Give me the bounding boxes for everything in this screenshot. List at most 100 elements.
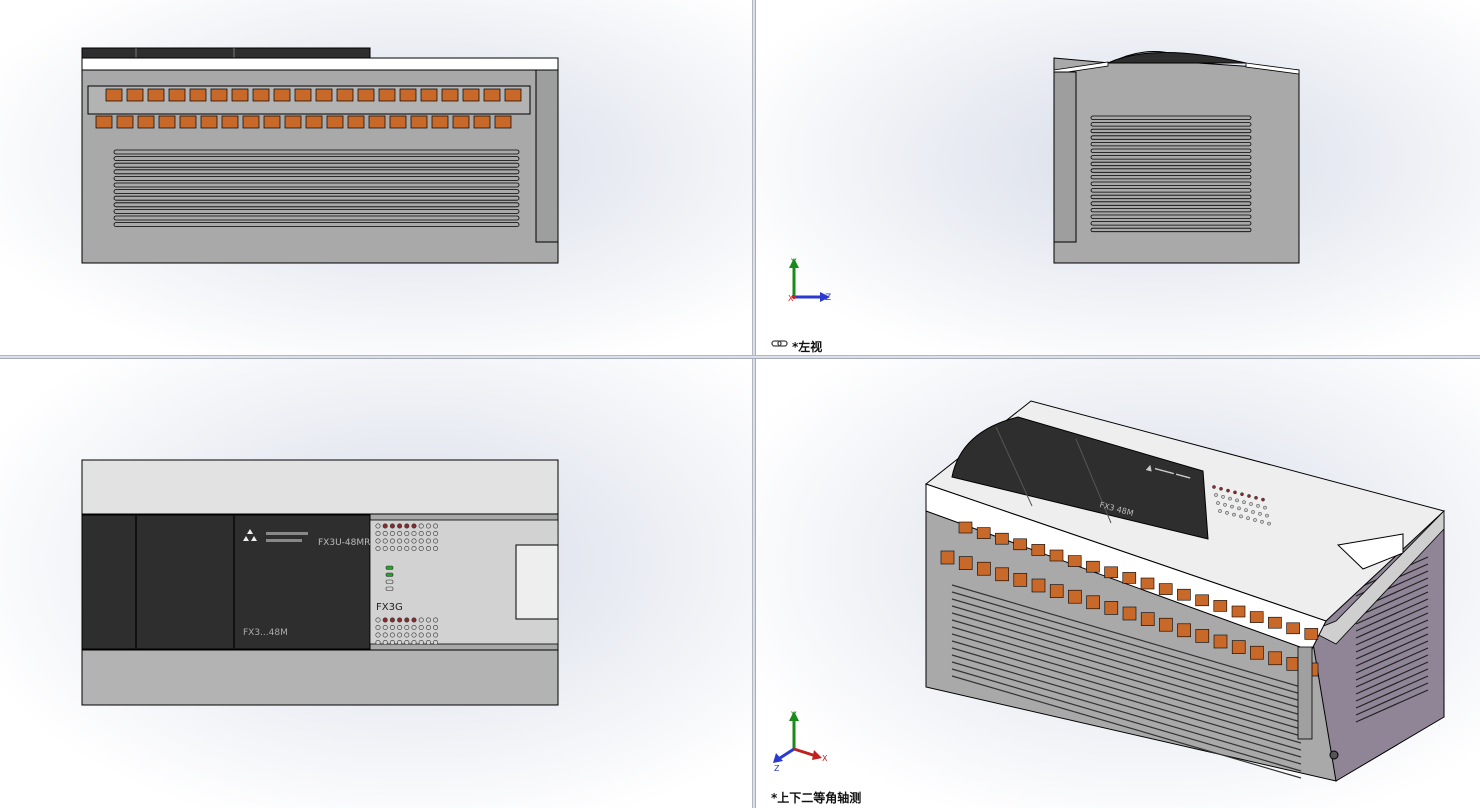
viewport-splitter-horizontal[interactable]: [0, 355, 1480, 359]
terminal: [147, 88, 165, 102]
terminal: [958, 521, 973, 534]
vent-slots-iso: [951, 584, 1302, 779]
terminal: [1250, 645, 1264, 660]
front-cover: [81, 514, 371, 650]
terminal: [231, 88, 249, 102]
axis-triad-iso: Y X Z: [773, 711, 828, 773]
terminal: [1195, 629, 1210, 643]
terminal: [1067, 555, 1082, 567]
terminal: [105, 88, 123, 102]
top-view-drawing: [81, 47, 559, 264]
terminal: [1122, 572, 1137, 584]
terminal: [252, 88, 270, 102]
terminal: [995, 532, 1009, 545]
terminal: [158, 115, 176, 129]
terminal: [1213, 600, 1228, 612]
terminal-block-top-view: [95, 88, 522, 129]
terminal: [977, 561, 991, 576]
led-indicator-grid-iso: [1212, 485, 1271, 526]
terminal: [1158, 583, 1173, 595]
viewport-left-view[interactable]: Y X Z *左视: [756, 0, 1480, 355]
viewport-splitter-vertical[interactable]: [752, 0, 756, 808]
terminal: [462, 88, 480, 102]
top-view-top-edge: [81, 57, 559, 71]
terminal: [242, 115, 260, 129]
terminal: [1068, 589, 1082, 604]
terminal: [494, 115, 512, 129]
terminal: [273, 88, 291, 102]
axis-y-label: Y: [790, 258, 797, 268]
terminal: [1213, 634, 1228, 649]
terminal: [1249, 611, 1264, 623]
viewport-front-view[interactable]: FX3U-48MR FX3...48M FX3G: [0, 359, 752, 808]
terminal: [1140, 612, 1155, 626]
terminal: [294, 88, 312, 102]
terminal: [1231, 605, 1246, 618]
terminal: [1159, 617, 1173, 632]
axis-x-label-iso: X: [822, 754, 828, 763]
front-code: FX3...48M: [243, 628, 288, 638]
isometric-drawing: ▲ ━━━━ ━━━ FX3 48M Y X Z: [773, 400, 1446, 782]
terminal: [483, 88, 501, 102]
led-indicator-grid: [375, 523, 439, 645]
front-view-drawing: FX3U-48MR FX3...48M FX3G: [81, 459, 559, 706]
terminal: [1031, 544, 1046, 556]
terminal: [326, 115, 344, 129]
terminal: [410, 115, 428, 129]
vent-slots-top-view: [113, 149, 520, 228]
terminal: [1177, 588, 1191, 601]
axis-triad: Y X Z: [788, 258, 831, 303]
terminal: [1104, 566, 1118, 579]
iso-dark-cover: [951, 416, 1209, 540]
terminal: [1268, 616, 1282, 629]
terminal: [1013, 538, 1027, 551]
terminal: [473, 115, 491, 129]
terminal: [1049, 549, 1064, 562]
terminal: [368, 115, 386, 129]
terminal: [1013, 573, 1028, 587]
terminal: [1049, 584, 1064, 598]
terminal: [1031, 578, 1046, 593]
terminal: [263, 115, 281, 129]
terminal: [389, 115, 407, 129]
axis-y-label-iso: Y: [790, 711, 797, 721]
left-view-drawing: Y X Z: [771, 51, 1300, 347]
front-model-badge: FX3U-48MR: [318, 538, 370, 548]
terminal: [1195, 594, 1209, 607]
terminal: [1122, 606, 1137, 621]
terminal: [284, 115, 302, 129]
view-label-left: *左视: [792, 340, 823, 354]
terminal: [357, 88, 375, 102]
terminal: [995, 567, 1009, 582]
terminal: [221, 115, 239, 129]
terminal: [940, 550, 955, 565]
terminal: [179, 115, 197, 129]
terminal: [378, 88, 396, 102]
terminal: [1086, 595, 1100, 610]
top-view-cover-strip: [81, 47, 371, 59]
terminal: [1104, 601, 1119, 615]
terminal: [1286, 622, 1300, 635]
mitsubishi-logo-icon: [243, 529, 257, 541]
terminal: [347, 115, 365, 129]
terminal: [116, 115, 134, 129]
terminal: [452, 115, 470, 129]
terminal: [315, 88, 333, 102]
terminal: [210, 88, 228, 102]
terminal: [137, 115, 155, 129]
terminal: [431, 115, 449, 129]
terminal: [441, 88, 459, 102]
terminal: [1140, 577, 1155, 590]
terminal: [1231, 640, 1246, 654]
terminal: [200, 115, 218, 129]
vent-slots-left-view: [1090, 115, 1252, 233]
terminal: [1304, 628, 1319, 640]
axis-x-label: X: [788, 294, 794, 303]
front-window: [515, 544, 559, 620]
terminal: [305, 115, 323, 129]
viewport-top-view[interactable]: [0, 0, 752, 355]
terminal: [958, 556, 973, 570]
terminal: [1086, 560, 1100, 573]
viewport-isometric-view[interactable]: ▲ ━━━━ ━━━ FX3 48M Y X Z *上下二等角轴测: [756, 359, 1480, 808]
terminal: [95, 115, 113, 129]
